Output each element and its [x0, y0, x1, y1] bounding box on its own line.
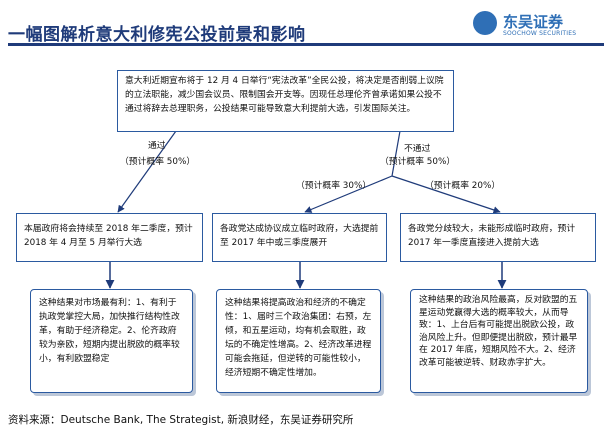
- logo-mark-icon: [473, 11, 497, 35]
- impact-box-pass: 这种结果对市场最有利：1、有利于执政党掌控大局，加快推行结构性改革，有助于经济稳…: [30, 289, 193, 393]
- temp-gov-prob: （预计概率 30%）: [296, 181, 372, 191]
- root-box: 意大利近期宣布将于 12 月 4 日举行“宪法改革”全民公投，将决定是否削弱上议…: [117, 70, 454, 132]
- pass-prob: （预计概率 50%）: [120, 157, 196, 167]
- impact-box-temp-gov: 这种结果将提高政治和经济的不确定性：1、届时三个政治集团：右预，左倾，和五星运动…: [216, 289, 381, 393]
- scenario-text: 各政党分歧较大，未能形成临时政府，预计 2017 年一季度直接进入提前大选: [408, 224, 576, 248]
- arrow-pass: [117, 130, 177, 213]
- source-note: 资料来源：Deutsche Bank, The Strategist, 新浪财经…: [8, 414, 354, 426]
- logo-subtitle: SOOCHOW SECURITIES: [503, 30, 577, 37]
- impact-text: 这种结果对市场最有利：1、有利于执政党掌控大局，加快推行结构性改革，有助于经济稳…: [39, 298, 180, 364]
- root-text: 意大利近期宣布将于 12 月 4 日举行“宪法改革”全民公投，将决定是否削弱上议…: [125, 76, 444, 114]
- scenario-text: 本届政府将会持续至 2018 年二季度，预计 2018 年 4 月至 5 月举行…: [24, 224, 193, 248]
- scenario-text: 各政党达成协议成立临时政府，大选提前至 2017 年中或三季度展开: [220, 224, 379, 248]
- arrow-fail: [391, 130, 401, 177]
- brand-logo: 东吴证券 SOOCHOW SECURITIES: [473, 11, 605, 41]
- pass-label: 通过: [148, 141, 166, 151]
- fail-prob: （预计概率 50%）: [380, 157, 456, 167]
- fail-label: 不通过: [404, 144, 431, 154]
- scenario-box-pass: 本届政府将会持续至 2018 年二季度，预计 2018 年 4 月至 5 月举行…: [16, 213, 203, 262]
- scenario-box-early-election: 各政党分歧较大，未能形成临时政府，预计 2017 年一季度直接进入提前大选: [400, 213, 596, 262]
- impact-text: 这种结果将提高政治和经济的不确定性：1、届时三个政治集团：右预，左倾，和五星运动…: [225, 298, 372, 378]
- early-election-prob: （预计概率 20%）: [425, 181, 501, 191]
- page-title: 一幅图解析意大利修宪公投前景和影响: [8, 25, 306, 45]
- scenario-box-temp-gov: 各政党达成协议成立临时政府，大选提前至 2017 年中或三季度展开: [212, 213, 387, 262]
- impact-text: 这种结果的政治风险最高，反对欧盟的五星运动党赢得大选的概率较大，从而导致：1、上…: [419, 295, 578, 368]
- impact-box-early-election: 这种结果的政治风险最高，反对欧盟的五星运动党赢得大选的概率较大，从而导致：1、上…: [410, 289, 588, 393]
- logo-text: 东吴证券: [503, 13, 564, 31]
- header-divider: [8, 43, 604, 46]
